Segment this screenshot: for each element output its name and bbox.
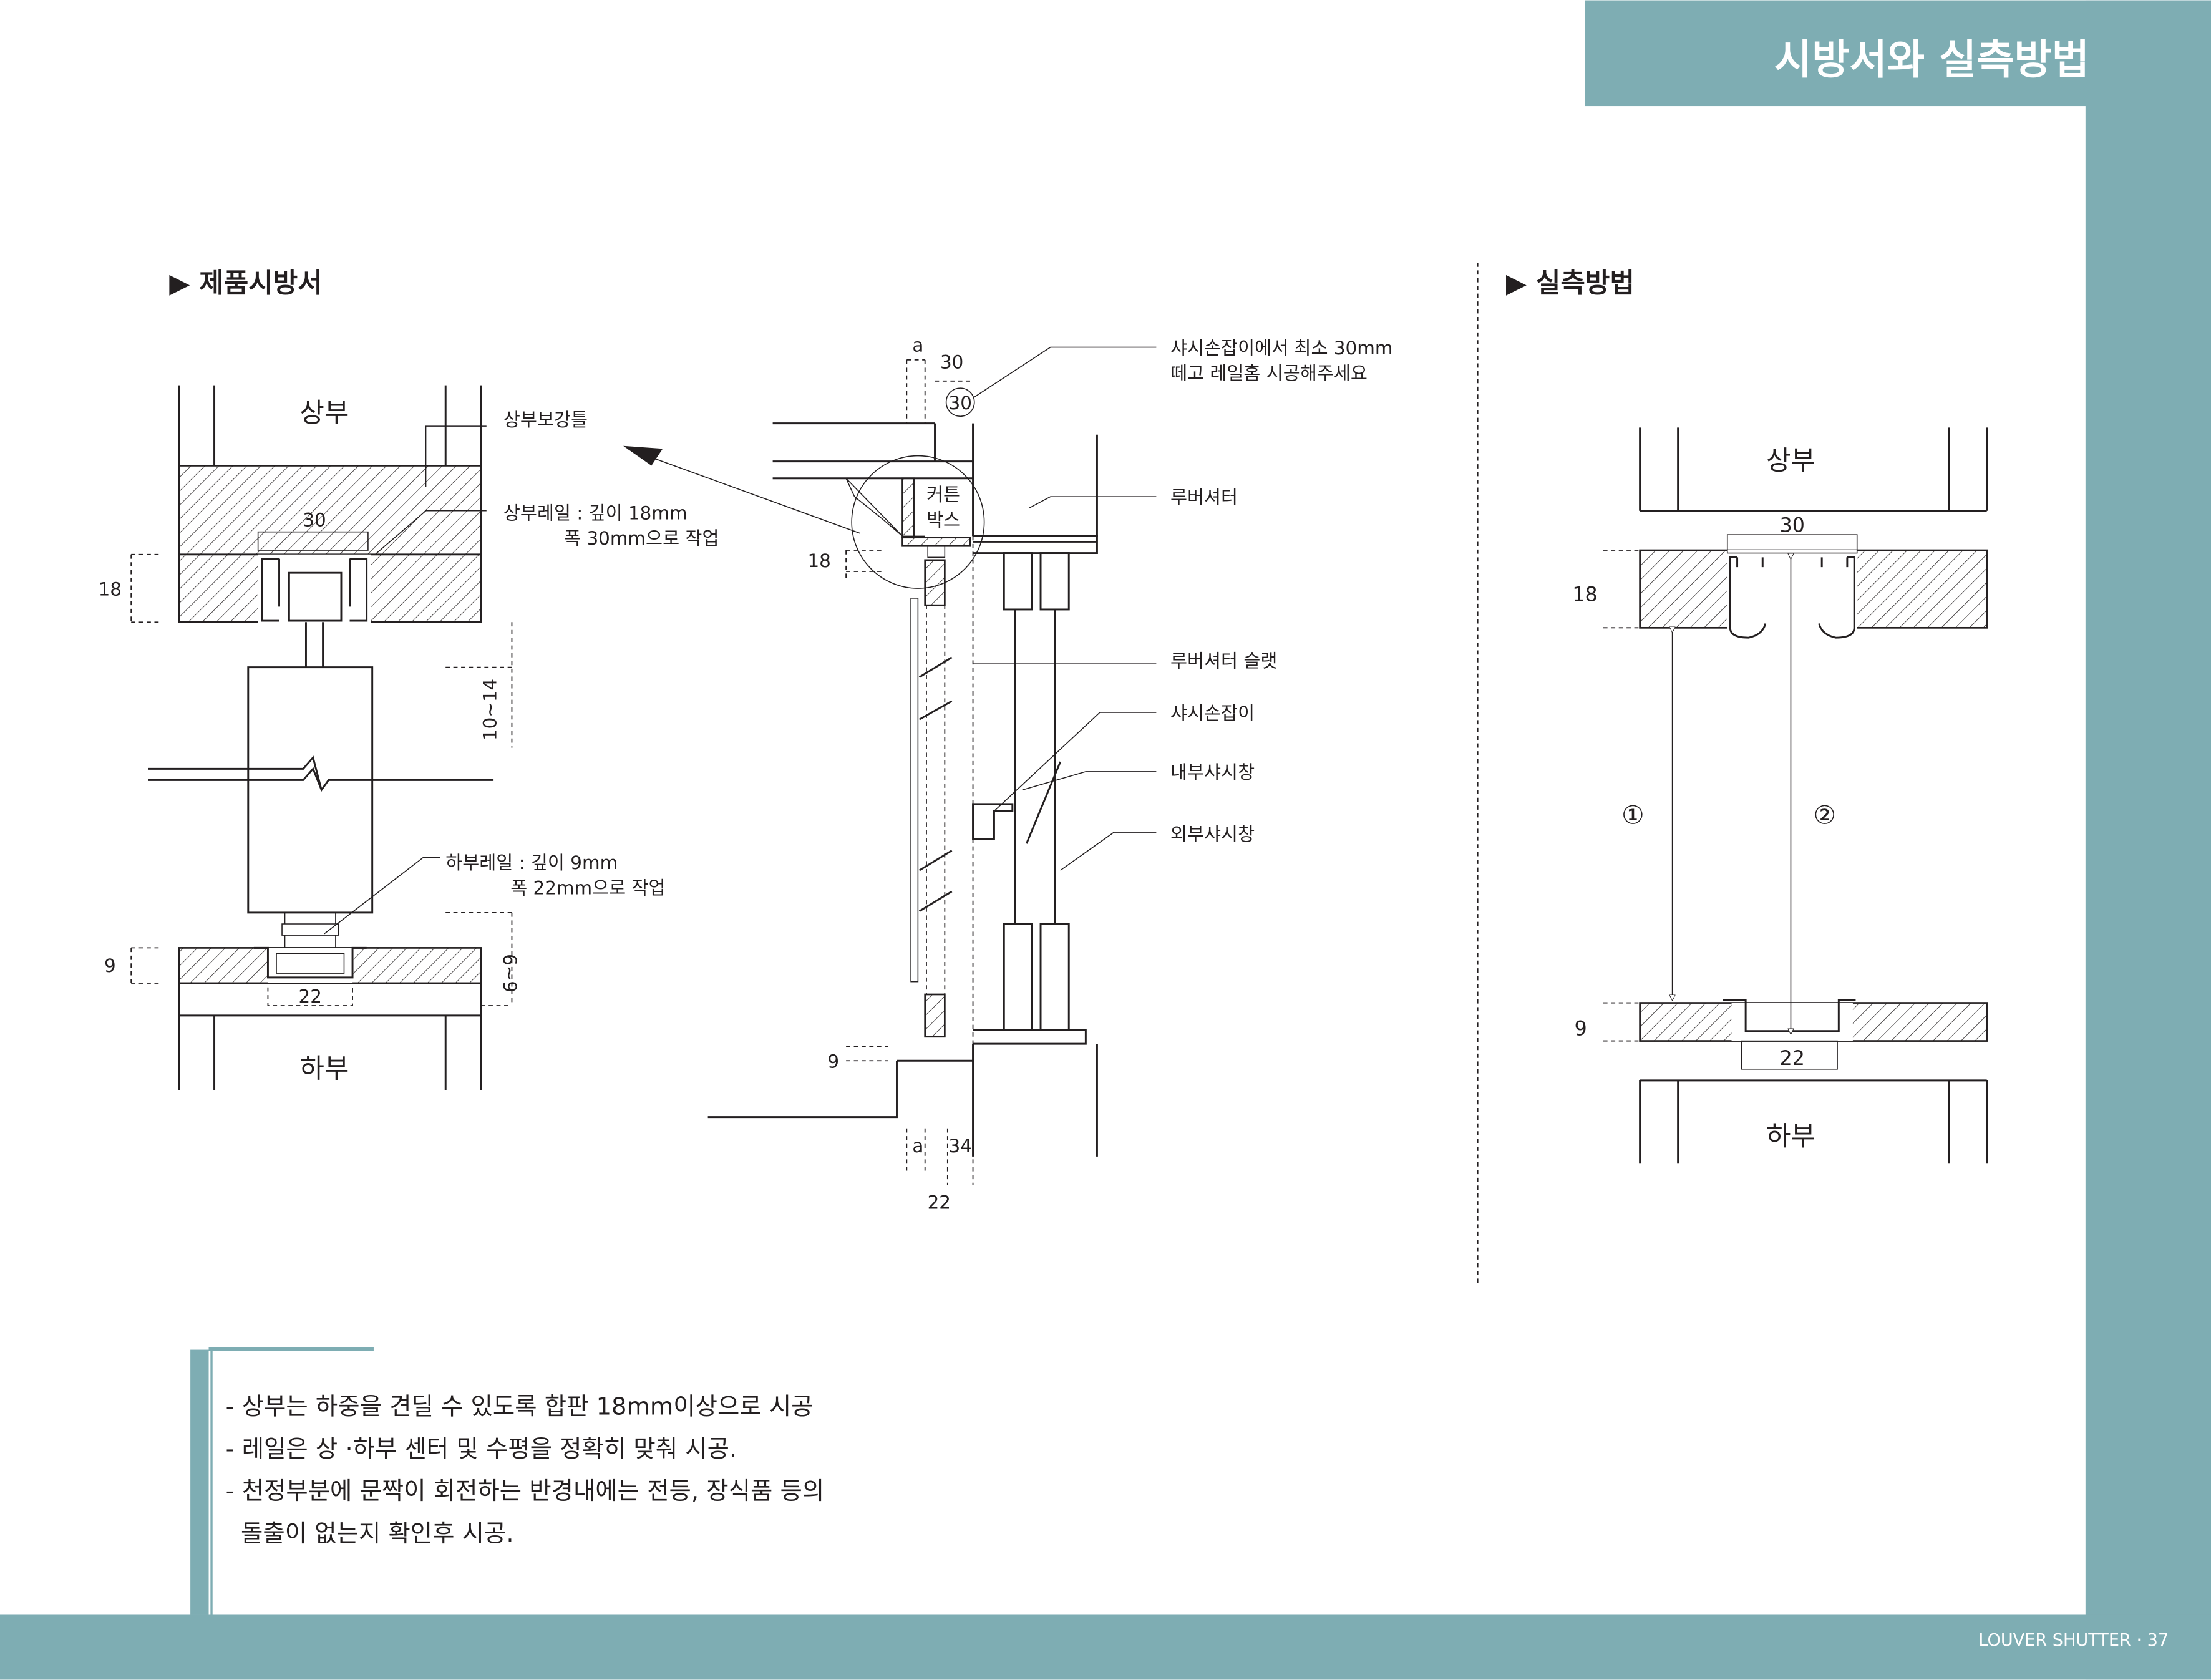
marker-2: ② (1813, 800, 1835, 830)
measure-dim-30: 30 (1780, 515, 1805, 537)
bottom-rail-label-2: 폭 22mm으로 작업 (510, 878, 665, 899)
measure-section-title: ▶ 실측방법 (1506, 268, 1635, 299)
spec-section-title: ▶ 제품시방서 (169, 268, 322, 299)
dim-34: 34 (949, 1135, 972, 1157)
dim-18: 18 (807, 550, 830, 571)
notes-box: - 상부는 하중을 견딜 수 있도록 합판 18mm이상으로 시공 - 레일은 … (190, 1347, 825, 1615)
dim-30-top: 30 (940, 351, 963, 372)
footer-band (0, 1614, 2211, 1680)
spec-diagram: 상부 하부 상부보강틀 상부레일 : 깊이 18mm 폭 30mm으로 작업 하… (99, 385, 719, 1090)
measure-top-label: 상부 (1766, 445, 1815, 477)
footer-text: LOUVER SHUTTER · 37 (1978, 1631, 2169, 1650)
dim-22: 22 (299, 986, 322, 1008)
dim-10-14: 10~14 (480, 679, 501, 740)
dim-30: 30 (303, 510, 326, 531)
section-diagram: 샤시손잡이에서 최소 30mm 떼고 레일홈 시공해주세요 루버셔터 루버셔터 … (707, 334, 1393, 1213)
dim-9: 9 (104, 955, 116, 976)
louver-slat-label: 루버셔터 슬랫 (1170, 651, 1278, 672)
measure-bottom-label: 하부 (1766, 1121, 1815, 1152)
dim-a-top: a (912, 334, 923, 356)
measure-dim-18: 18 (1572, 583, 1597, 606)
louver-shutter-label: 루버셔터 (1170, 487, 1238, 508)
inner-sash-label: 내부샤시창 (1170, 762, 1255, 783)
outer-sash-label: 외부샤시창 (1170, 824, 1255, 845)
right-band (2085, 0, 2211, 1680)
dim-a-bottom: a (912, 1135, 923, 1157)
arrow-head-icon (623, 445, 663, 466)
top-frame-label: 상부보강틀 (503, 409, 588, 430)
note-line: - 레일은 상 ·하부 센터 및 수평을 정확히 맞춰 시공. (226, 1435, 737, 1463)
top-rail-label-2: 폭 30mm으로 작업 (564, 528, 719, 549)
note-line: 돌출이 없는지 확인후 시공. (226, 1520, 514, 1548)
measure-dim-9: 9 (1575, 1018, 1587, 1041)
curtain-box-label-1: 커튼 (926, 484, 960, 505)
dim-22: 22 (928, 1192, 951, 1213)
note-rail-groove: 떼고 레일홈 시공해주세요 (1170, 363, 1368, 384)
note-line: - 상부는 하중을 견딜 수 있도록 합판 18mm이상으로 시공 (226, 1393, 814, 1421)
measure-diagram: 상부 하부 30 18 9 22 ① ② (1572, 427, 1988, 1164)
sash-handle-label: 샤시손잡이 (1170, 702, 1255, 724)
marker-1: ① (1621, 800, 1644, 830)
curtain-box-label-2: 박스 (926, 510, 960, 531)
bottom-rail-label-1: 하부레일 : 깊이 9mm (445, 852, 618, 873)
dim-6-9: 6~9 (499, 954, 520, 993)
note-min-30mm: 샤시손잡이에서 최소 30mm (1170, 337, 1393, 359)
dim-9: 9 (827, 1051, 839, 1072)
dim-30-circle: 30 (949, 392, 972, 414)
dim-18: 18 (99, 578, 122, 600)
note-line: - 천정부분에 문짝이 회전하는 반경내에는 전등, 장식품 등의 (226, 1477, 825, 1505)
spec-bottom-label: 하부 (299, 1053, 349, 1084)
top-rail-label-1: 상부레일 : 깊이 18mm (503, 502, 688, 523)
measure-dim-22: 22 (1780, 1047, 1805, 1070)
detail-arrow (627, 448, 860, 534)
page-title: 시방서와 실측방법 (1774, 36, 2089, 84)
spec-top-label: 상부 (299, 397, 349, 429)
